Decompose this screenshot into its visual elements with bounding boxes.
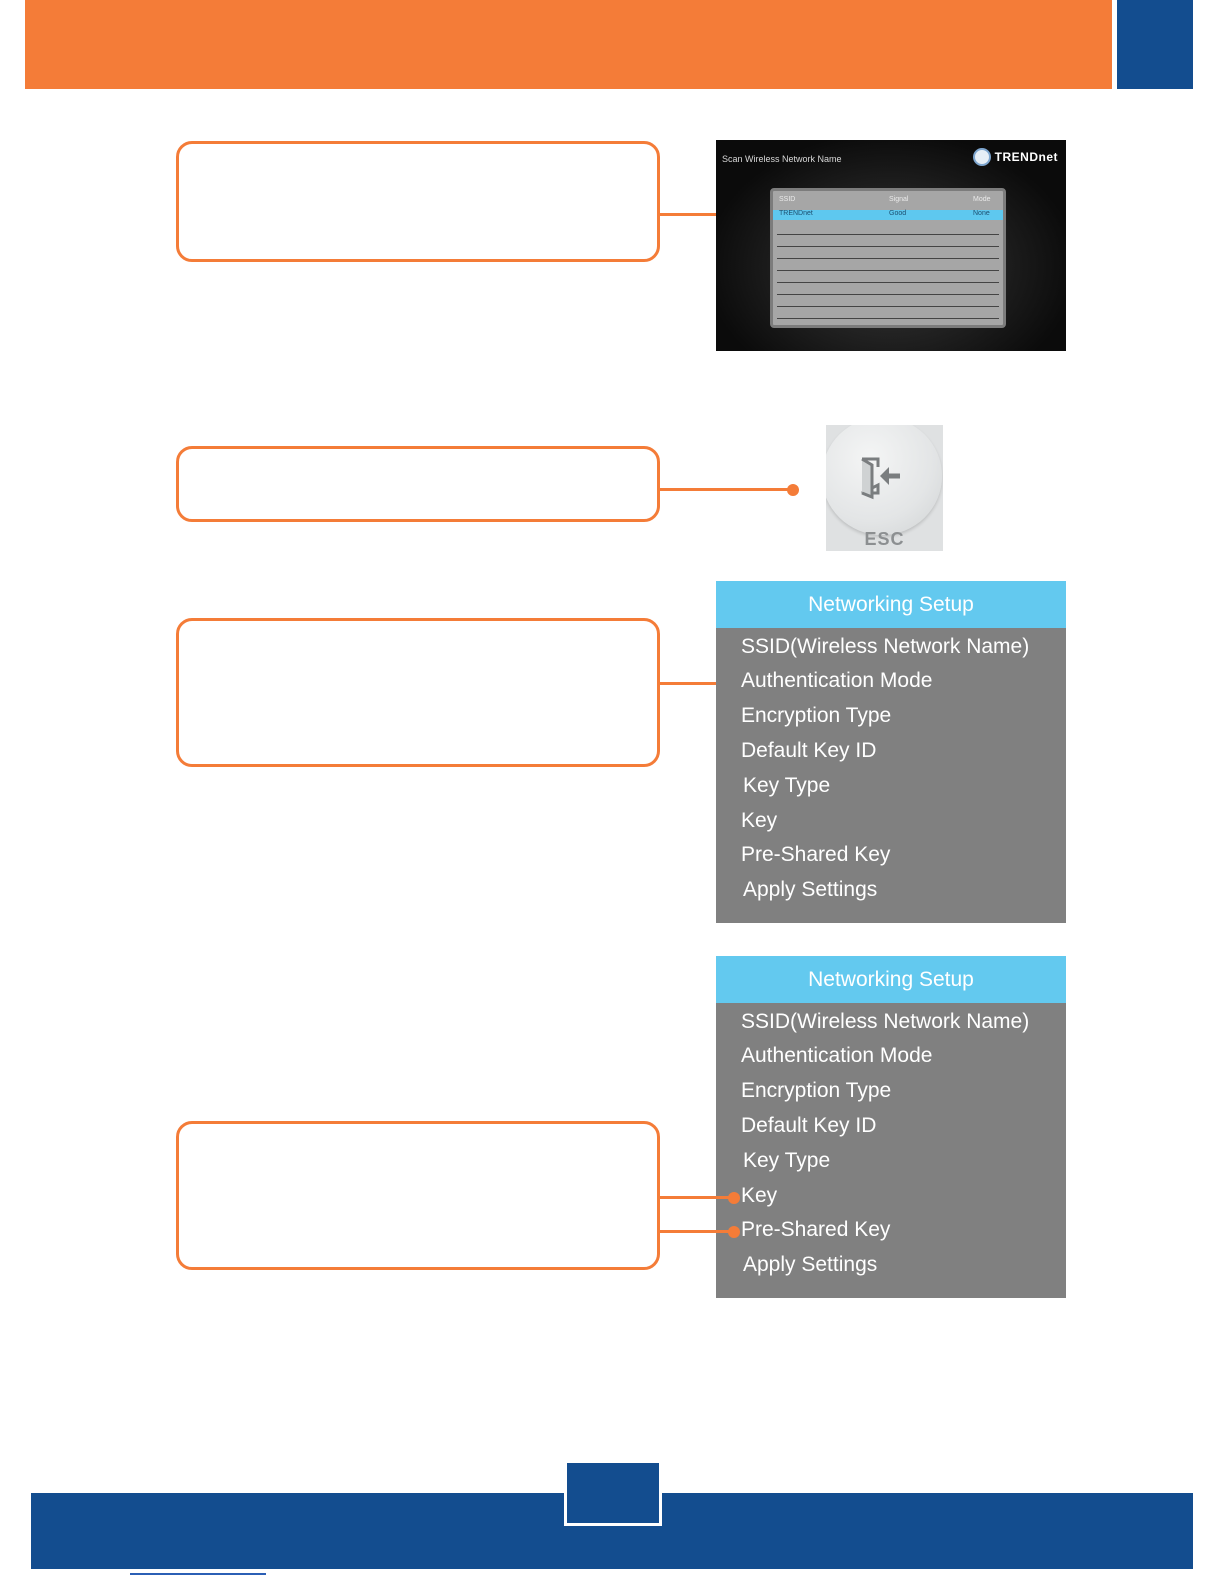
callout-box-2 xyxy=(176,446,660,522)
esc-button[interactable]: ESC xyxy=(826,425,943,551)
row-mode: None xyxy=(973,210,990,217)
menu-item-apply-settings[interactable]: Apply Settings xyxy=(743,1253,878,1276)
row-signal: Good xyxy=(889,210,907,217)
trendnet-logo: TRENDnet xyxy=(972,148,1058,166)
screen-title: Scan Wireless Network Name xyxy=(722,154,842,164)
list-divider xyxy=(777,234,999,235)
menu-item-authentication-mode[interactable]: Authentication Mode xyxy=(741,1044,933,1067)
list-divider xyxy=(777,294,999,295)
menu-item-key[interactable]: Key xyxy=(741,1184,778,1207)
network-list-panel: SSID Signal Mode TRENDnet Good None xyxy=(770,188,1006,328)
list-divider xyxy=(777,318,999,319)
list-header-row: SSID Signal Mode xyxy=(773,196,1003,206)
menu-item-pre-shared-key[interactable]: Pre-Shared Key xyxy=(741,1218,891,1241)
menu-item-default-key-id[interactable]: Default Key ID xyxy=(741,739,877,762)
list-divider xyxy=(777,246,999,247)
menu-item-encryption-type[interactable]: Encryption Type xyxy=(741,1079,892,1102)
menu-item-key[interactable]: Key xyxy=(741,809,778,832)
menu-item-ssid[interactable]: SSID(Wireless Network Name) xyxy=(741,635,1030,658)
leader-line-4a xyxy=(657,1196,733,1199)
menu-item-pre-shared-key[interactable]: Pre-Shared Key xyxy=(741,843,891,866)
wireless-network-screen: Scan Wireless Network Name TRENDnet SSID… xyxy=(716,140,1066,351)
col-signal: Signal xyxy=(889,196,909,203)
page-number-box xyxy=(564,1460,662,1526)
callout-box-1 xyxy=(176,141,660,262)
leader-line-2 xyxy=(657,488,793,491)
header-bar xyxy=(25,0,1112,89)
trendnet-logo-icon xyxy=(972,148,991,166)
list-item-selected[interactable]: TRENDnet Good None xyxy=(773,210,1003,220)
menu-item-key-type[interactable]: Key Type xyxy=(743,1149,831,1172)
logo-text: TRENDnet xyxy=(994,150,1058,164)
list-divider xyxy=(777,282,999,283)
leader-dot-4b xyxy=(728,1226,740,1238)
list-divider xyxy=(777,306,999,307)
footer-link-underline xyxy=(130,1573,266,1575)
list-divider xyxy=(777,270,999,271)
menu-item-encryption-type[interactable]: Encryption Type xyxy=(741,704,892,727)
menu-item-authentication-mode[interactable]: Authentication Mode xyxy=(741,669,933,692)
row-ssid: TRENDnet xyxy=(779,210,813,217)
callout-box-4 xyxy=(176,1121,660,1270)
menu-item-default-key-id[interactable]: Default Key ID xyxy=(741,1114,877,1137)
menu-item-apply-settings[interactable]: Apply Settings xyxy=(743,878,878,901)
leader-line-4b xyxy=(657,1230,733,1233)
networking-setup-menu-1: Networking Setup SSID(Wireless Network N… xyxy=(716,581,1066,923)
menu-item-ssid[interactable]: SSID(Wireless Network Name) xyxy=(741,1010,1030,1033)
col-ssid: SSID xyxy=(779,196,796,203)
callout-box-3 xyxy=(176,618,660,767)
leader-line-1 xyxy=(657,213,767,216)
menu-item-key-type[interactable]: Key Type xyxy=(743,774,831,797)
exit-door-icon xyxy=(861,457,900,500)
leader-dot-4a xyxy=(728,1192,740,1204)
header-tab xyxy=(1117,0,1193,89)
col-mode: Mode xyxy=(973,196,991,203)
networking-setup-menu-2: Networking Setup SSID(Wireless Network N… xyxy=(716,956,1066,1298)
leader-line-3 xyxy=(657,682,733,685)
leader-dot-2 xyxy=(787,484,799,496)
list-divider xyxy=(777,258,999,259)
esc-label: ESC xyxy=(864,529,905,549)
menu-header: Networking Setup xyxy=(716,581,1066,628)
menu-header: Networking Setup xyxy=(716,956,1066,1003)
